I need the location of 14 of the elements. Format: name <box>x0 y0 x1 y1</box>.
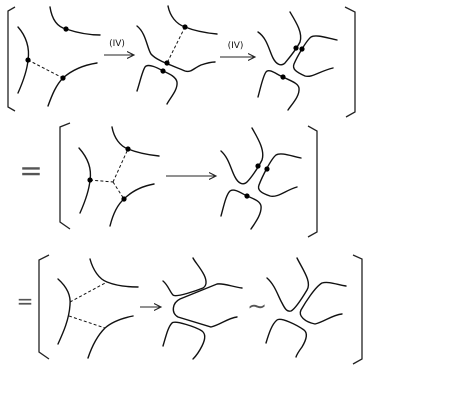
arrow <box>140 302 162 312</box>
arrow <box>220 52 256 62</box>
arrow <box>104 50 135 60</box>
strand-diagram-drawing <box>55 257 140 360</box>
tilde-sign: ~ <box>246 294 268 318</box>
equals-sign: = <box>19 157 43 185</box>
arrow <box>166 172 217 180</box>
strand-diagram-drawing <box>255 10 340 112</box>
edge-label: (IV) <box>108 40 126 49</box>
edge-label: (IV) <box>226 42 244 51</box>
strand-diagram-drawing <box>161 256 244 361</box>
strand-diagram-drawing <box>134 4 220 106</box>
equals-sign: = <box>16 291 34 311</box>
strand-diagram-drawing <box>264 256 348 359</box>
